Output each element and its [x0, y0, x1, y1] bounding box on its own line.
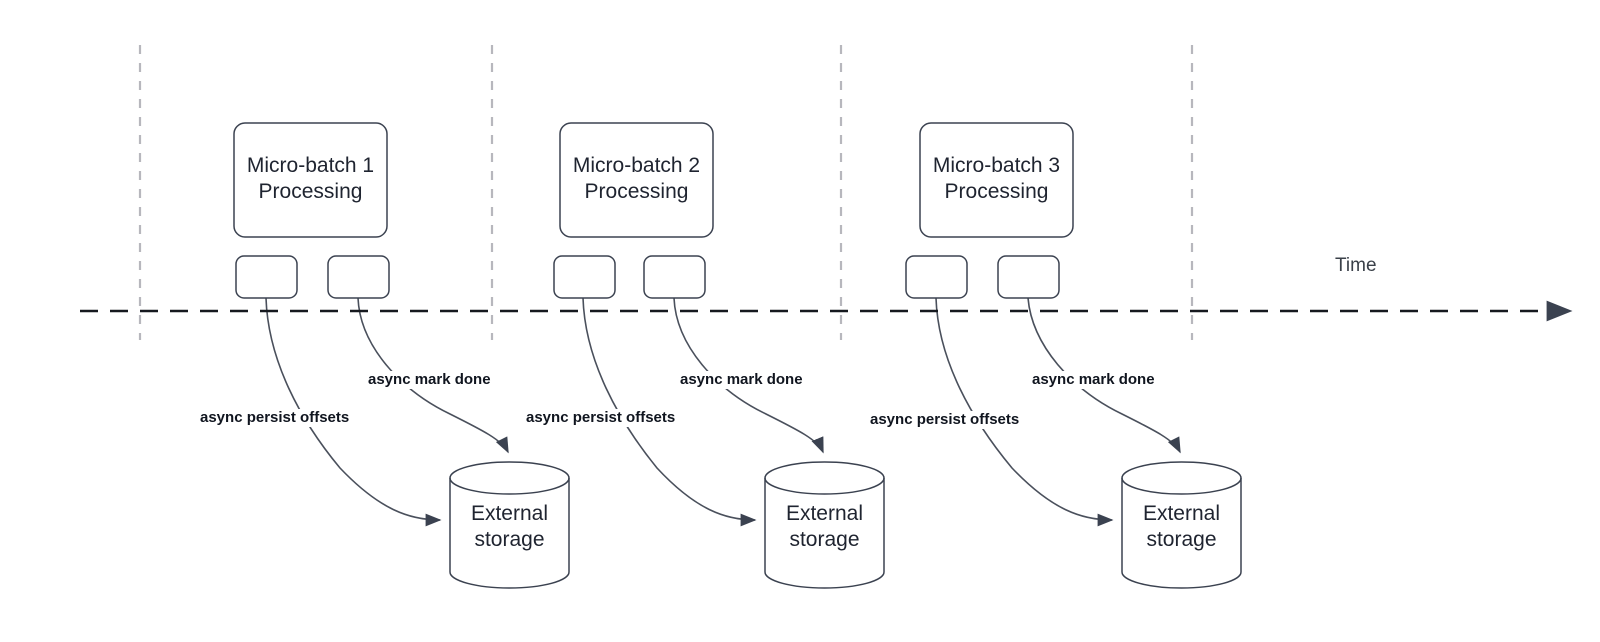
edge-connectors: [265, 297, 1181, 527]
micro-batch-box[interactable]: [919, 122, 1074, 238]
edge-async-mark-done: [1027, 297, 1181, 454]
external-storage-cylinder[interactable]: [1121, 461, 1242, 589]
edge-async-mark-done-label: async mark done: [678, 371, 805, 389]
edge-async-persist-offsets-label: async persist offsets: [868, 411, 1022, 429]
task-box-persist[interactable]: [553, 255, 616, 299]
external-storage-cylinder-top-ellipse: [764, 477, 885, 495]
external-storage-cylinder[interactable]: [764, 461, 885, 589]
edge-async-mark-done: [357, 297, 509, 454]
task-box-persist[interactable]: [235, 255, 298, 299]
diagram-nodes: [233, 122, 1242, 589]
task-box-mark[interactable]: [997, 255, 1060, 299]
edge-async-mark-done-label: async mark done: [1030, 371, 1157, 389]
external-storage-cylinder-top-ellipse: [449, 477, 570, 495]
edge-async-persist-offsets-label: async persist offsets: [524, 409, 678, 427]
edge-async-persist-offsets-label: async persist offsets: [198, 409, 352, 427]
timeline-dividers: [138, 45, 1194, 340]
edge-async-persist-offsets: [265, 297, 442, 527]
micro-batch-box[interactable]: [233, 122, 388, 238]
task-box-mark[interactable]: [643, 255, 706, 299]
micro-batch-box[interactable]: [559, 122, 714, 238]
time-axis-label: Time: [1335, 255, 1377, 276]
task-box-persist[interactable]: [905, 255, 968, 299]
edge-async-persist-offsets: [582, 297, 757, 527]
edge-async-persist-offsets: [935, 297, 1114, 527]
edge-async-mark-done-label: async mark done: [366, 371, 493, 389]
external-storage-cylinder[interactable]: [449, 461, 570, 589]
edge-async-mark-done: [673, 297, 824, 454]
external-storage-cylinder-top-ellipse: [1121, 477, 1242, 495]
task-box-mark[interactable]: [327, 255, 390, 299]
